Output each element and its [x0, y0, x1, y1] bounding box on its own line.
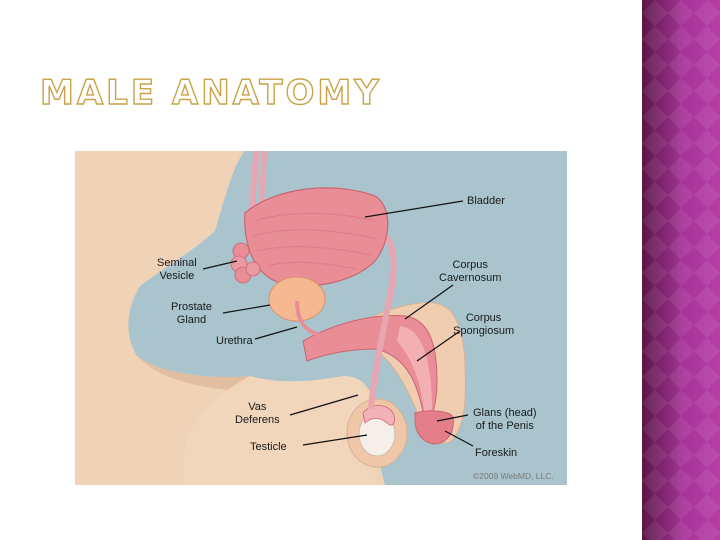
- corpus-cavernosum-leader: [404, 284, 454, 320]
- testicle-leader: [302, 434, 368, 446]
- prostate-leader: [222, 304, 271, 314]
- prostate-gland: [268, 276, 326, 322]
- anatomy-illustration: [75, 151, 567, 485]
- label-bladder: Bladder: [467, 195, 505, 207]
- decorative-side-band: [642, 0, 720, 540]
- foreskin-leader: [444, 430, 474, 447]
- thigh: [183, 376, 375, 485]
- side-band-pattern: [642, 0, 720, 540]
- seminal-vesicle-leader: [202, 260, 238, 270]
- seminal-vesicle: [230, 242, 261, 284]
- bladder-leader: [364, 200, 464, 218]
- urethra-leader: [254, 326, 298, 340]
- urethra: [295, 300, 326, 338]
- label-foreskin: Foreskin: [475, 447, 518, 459]
- glans-leader: [436, 414, 469, 422]
- bladder: [244, 187, 389, 287]
- label-glans: Glans (head)of the Penis: [473, 407, 537, 432]
- image-credit: ©2009 WebMD, LLC.: [473, 471, 554, 481]
- label-testicle: Testicle: [250, 441, 287, 453]
- corpus-spongiosum-leader: [416, 330, 461, 362]
- vas-deferens-leader: [289, 394, 359, 416]
- slide-title: MALE ANATOMY: [39, 73, 382, 113]
- bladder-texture: [252, 213, 378, 270]
- label-urethra: Urethra: [216, 335, 253, 347]
- corpus-spongiosum: [397, 326, 433, 421]
- leader-lines: [202, 200, 474, 447]
- epididymis: [362, 405, 395, 426]
